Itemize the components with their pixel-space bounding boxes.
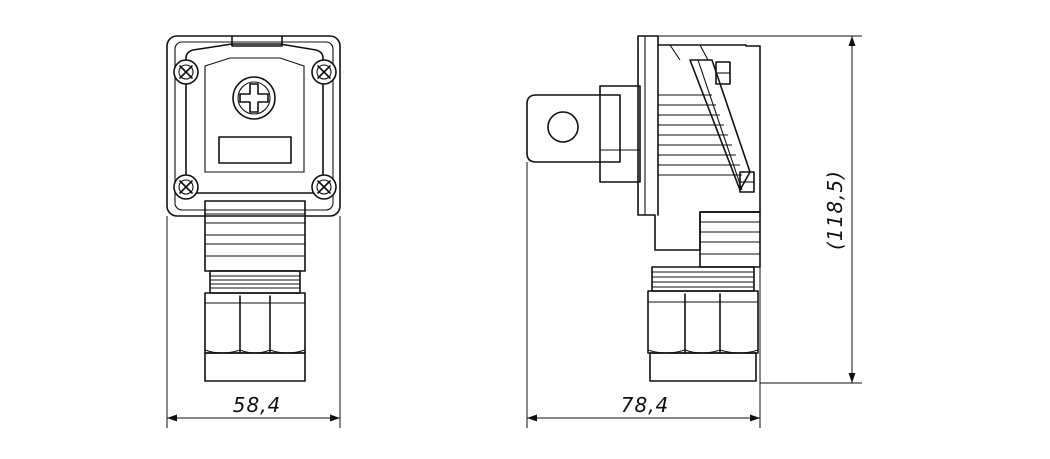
front-housing-outline xyxy=(166,35,341,217)
side-body-block xyxy=(599,85,641,183)
plus-screw-icon xyxy=(232,76,276,120)
side-ribs xyxy=(699,211,761,268)
corner-screw-icon xyxy=(311,59,337,85)
front-width-label: 58,4 xyxy=(233,393,282,417)
side-housing xyxy=(637,35,761,251)
corner-screw-icon xyxy=(173,174,199,200)
front-gland-nut xyxy=(204,292,306,382)
side-width-label: 78,4 xyxy=(621,393,670,417)
front-width-dimension: 58,4 xyxy=(166,216,341,428)
front-thread xyxy=(209,270,301,294)
front-label-slot xyxy=(218,136,292,164)
front-top-latch xyxy=(231,35,283,47)
side-view: 78,4 (118,5) xyxy=(526,35,862,428)
corner-screw-icon xyxy=(311,174,337,200)
front-view: 58,4 xyxy=(166,35,341,428)
side-height-dimension: (118,5) xyxy=(658,35,862,384)
side-mounting-tab xyxy=(526,94,621,163)
side-thread xyxy=(651,266,755,292)
side-gland-nut xyxy=(647,290,759,382)
side-height-label: (118,5) xyxy=(823,170,847,250)
corner-screw-icon xyxy=(173,59,199,85)
front-ribbed-neck xyxy=(204,200,306,272)
side-width-dimension: 78,4 xyxy=(526,162,761,428)
